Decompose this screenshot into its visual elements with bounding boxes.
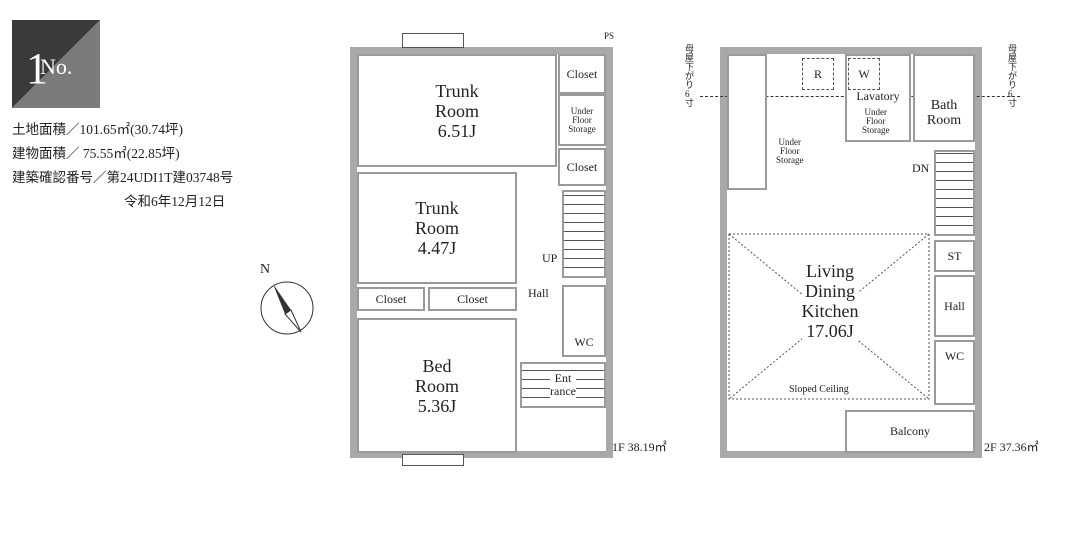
stairs-2f xyxy=(934,150,975,236)
closet: Closet xyxy=(558,148,606,186)
living-dining-kitchen: Living Dining Kitchen 17.06J Sloped Ceil… xyxy=(727,192,933,410)
ldk-label: Living Dining Kitchen 17.06J xyxy=(801,261,859,341)
dn-label: DN xyxy=(912,161,930,175)
floor2-area: 2F 37.36㎡ xyxy=(984,440,1039,454)
closet: Closet xyxy=(558,54,606,94)
hall-2f: Hall xyxy=(934,275,975,337)
roof-note-left: 母屋下がり6寸 xyxy=(685,44,695,108)
storage-st: ST xyxy=(934,240,975,272)
balcony: Balcony xyxy=(845,410,975,453)
bed-room: Bed Room 5.36J xyxy=(357,318,517,453)
confirmation-number: 建築確認番号／第24UDI1T建03748号 xyxy=(12,170,234,185)
stairs-1f xyxy=(562,190,606,278)
badge-number: 1 xyxy=(26,44,48,93)
wc-1f: WC xyxy=(562,285,606,357)
washer-space: W xyxy=(848,58,880,90)
bath-room: Bath Room xyxy=(913,54,975,142)
compass-north-label: N xyxy=(260,262,271,277)
up-label: UP xyxy=(542,251,558,265)
compass-arrow-icon xyxy=(260,281,314,335)
land-area: 土地面積／101.65㎡(30.74坪) xyxy=(12,122,183,137)
compass: N xyxy=(255,262,325,337)
property-number-badge: No.1 xyxy=(12,20,100,108)
under-floor-storage-lav: Under Floor Storage xyxy=(862,107,890,135)
window xyxy=(402,33,464,48)
building-area: 建物面積／ 75.55㎡(22.85坪) xyxy=(12,146,180,161)
badge-prefix: No. xyxy=(40,54,73,79)
entrance-label: Ent rance xyxy=(550,371,576,398)
trunk-room-2: Trunk Room 4.47J xyxy=(357,172,517,284)
lavatory: Lavatory xyxy=(845,54,911,142)
wc-2f: WC xyxy=(934,340,975,405)
closet: Closet xyxy=(428,287,517,311)
sloped-ceiling-label: Sloped Ceiling xyxy=(789,384,849,395)
hall-1f-label: Hall xyxy=(528,286,549,300)
kitchen-counter xyxy=(727,54,767,190)
under-floor-storage-2f: Under Floor Storage xyxy=(776,137,804,165)
refrigerator-space: R xyxy=(802,58,834,90)
floor1-area: 1F 38.19㎡ xyxy=(612,440,667,454)
under-floor-storage: Under Floor Storage xyxy=(558,94,606,146)
trunk-room-1: Trunk Room 6.51J xyxy=(357,54,557,167)
window xyxy=(402,454,464,466)
confirmation-date: 令和6年12月12日 xyxy=(124,194,226,209)
ps-label: PS xyxy=(604,31,615,41)
entrance: Ent rance xyxy=(520,362,606,408)
closet: Closet xyxy=(357,287,425,311)
roof-note-right: 母屋下がり6寸 xyxy=(1008,44,1018,108)
